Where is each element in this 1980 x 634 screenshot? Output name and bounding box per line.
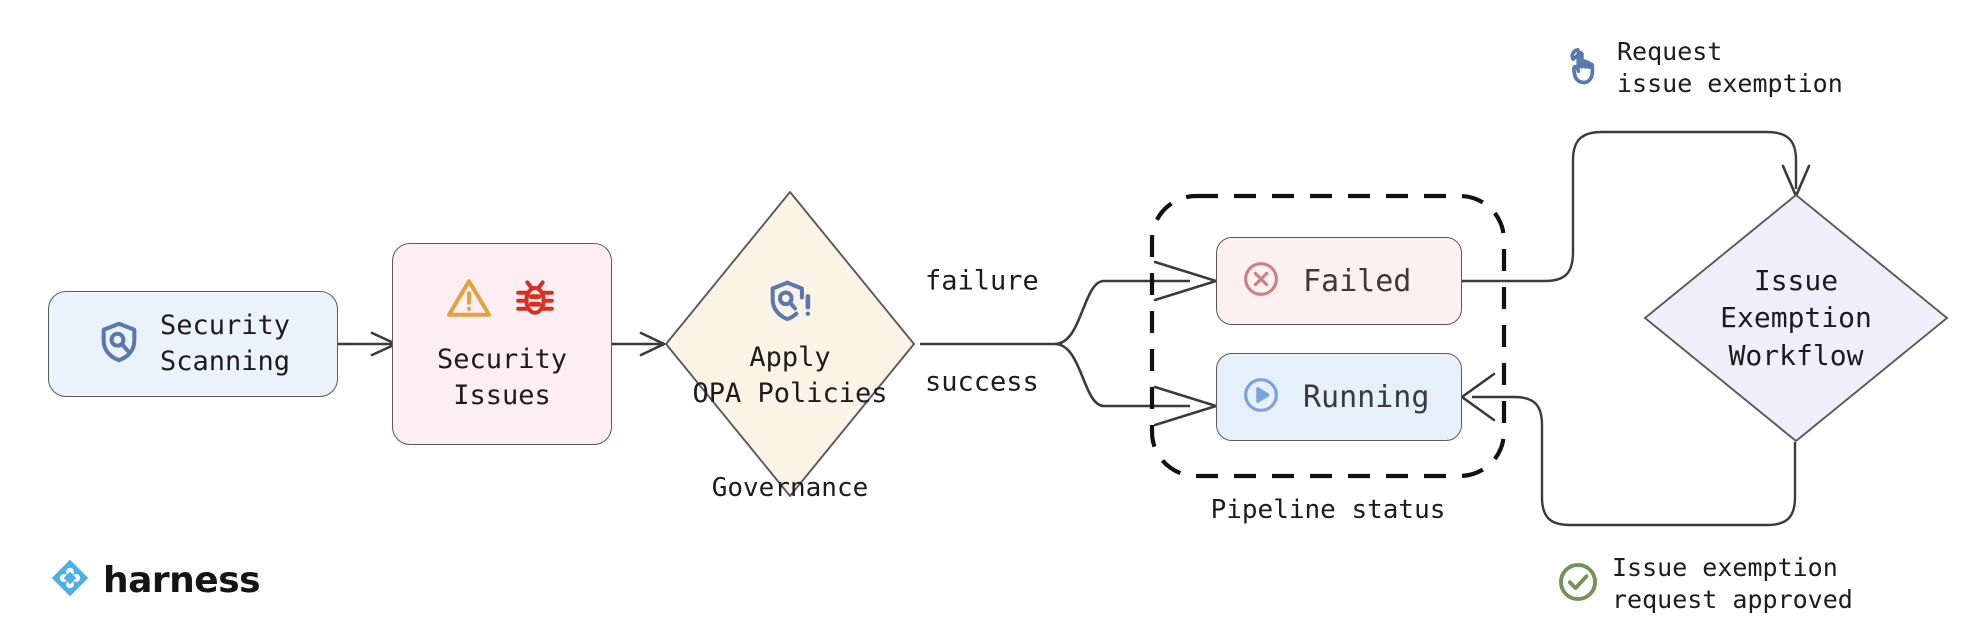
node-issue-exemption-workflow[interactable]: Issue Exemption Workflow: [1640, 190, 1952, 446]
x-circle-icon: [1241, 259, 1281, 303]
node-security-issues-label: Security Issues: [436, 344, 568, 411]
node-status-running-label: Running: [1303, 379, 1430, 415]
harness-logo-icon: [50, 558, 90, 602]
annotation-request-approved-text: Issue exemption request approved: [1612, 553, 1853, 614]
node-security-scanning-label: Security Scanning: [159, 310, 291, 377]
edge-label-success: success: [925, 366, 1039, 398]
annotation-request-issue-exemption: Request issue exemption: [1561, 36, 1843, 100]
play-circle-icon: [1241, 375, 1281, 419]
node-status-failed-label: Failed: [1303, 263, 1412, 299]
edge-opa-branch: [920, 279, 1190, 408]
node-security-issues[interactable]: Security Issues: [392, 243, 612, 445]
harness-mark: [51, 559, 89, 597]
node-status-failed[interactable]: Failed: [1216, 237, 1462, 325]
opa-diamond-shape: [665, 191, 915, 497]
workflow-diamond-shape: [1644, 194, 1948, 442]
annotation-request-issue-exemption-text: Request issue exemption: [1617, 37, 1843, 98]
pipeline-status-container: [1149, 193, 1507, 479]
harness-logo-text: harness: [103, 559, 261, 601]
node-security-scanning[interactable]: Security Scanning: [48, 291, 338, 397]
caption-pipeline-status: Pipeline status: [1210, 495, 1446, 525]
shield-search-icon: [96, 319, 142, 369]
annotation-request-approved: Issue exemption request approved: [1556, 552, 1853, 616]
edge-workflow-to-running: [1459, 372, 1797, 527]
security-issues-icon-row: [445, 274, 559, 326]
hand-click-icon: [1561, 44, 1605, 92]
edge-label-failure: failure: [925, 265, 1039, 297]
caption-governance: Governance: [711, 473, 869, 503]
node-status-running[interactable]: Running: [1216, 353, 1462, 441]
bug-icon: [511, 274, 559, 326]
warning-triangle-icon: [445, 274, 493, 326]
check-circle-icon: [1556, 560, 1600, 608]
node-apply-opa-policies[interactable]: Apply OPA Policies: [660, 186, 920, 502]
edge-scanning-to-issues: [336, 331, 400, 357]
harness-logo: harness: [50, 558, 261, 602]
edge-issues-to-opa: [610, 331, 668, 357]
